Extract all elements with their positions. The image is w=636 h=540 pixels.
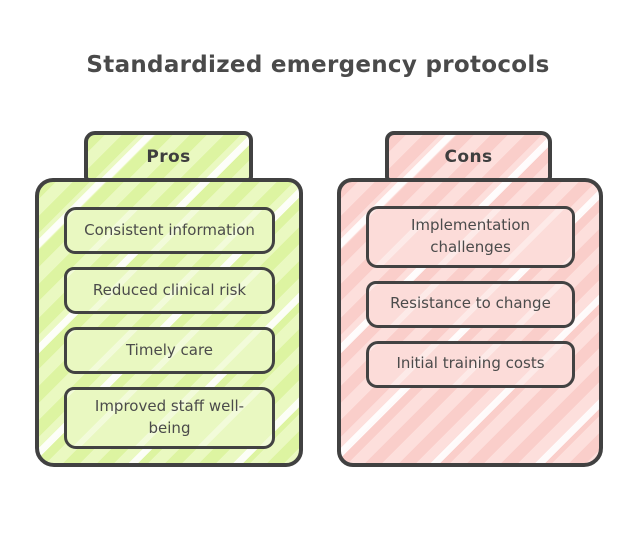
- cons-item: Initial training costs: [366, 340, 575, 388]
- pros-item: Reduced clinical risk: [64, 267, 275, 314]
- pros-header-label: Pros: [146, 146, 191, 167]
- pros-item: Consistent information: [64, 207, 275, 254]
- pros-panel-body: Consistent information Reduced clinical …: [35, 178, 303, 467]
- cons-header-tab: Cons: [385, 131, 552, 182]
- pros-item: Timely care: [64, 327, 275, 374]
- cons-panel-body: Implementation challenges Resistance to …: [337, 178, 603, 467]
- cons-item-label: Resistance to change: [390, 294, 551, 313]
- cons-item: Implementation challenges: [366, 206, 575, 268]
- cons-item-label: Initial training costs: [396, 354, 545, 373]
- diagram-title: Standardized emergency protocols: [86, 52, 550, 78]
- pros-item: Improved staff well-being: [64, 387, 275, 449]
- pros-item-label: Timely care: [125, 340, 214, 359]
- cons-header-label: Cons: [444, 146, 493, 167]
- pros-item-label: Reduced clinical risk: [92, 280, 247, 299]
- cons-item-label: Implementation challenges: [410, 216, 531, 256]
- pros-item-label: Improved staff well-being: [94, 397, 245, 437]
- cons-item: Resistance to change: [366, 280, 575, 328]
- pros-header-tab: Pros: [84, 131, 253, 182]
- pros-item-label: Consistent information: [84, 220, 255, 239]
